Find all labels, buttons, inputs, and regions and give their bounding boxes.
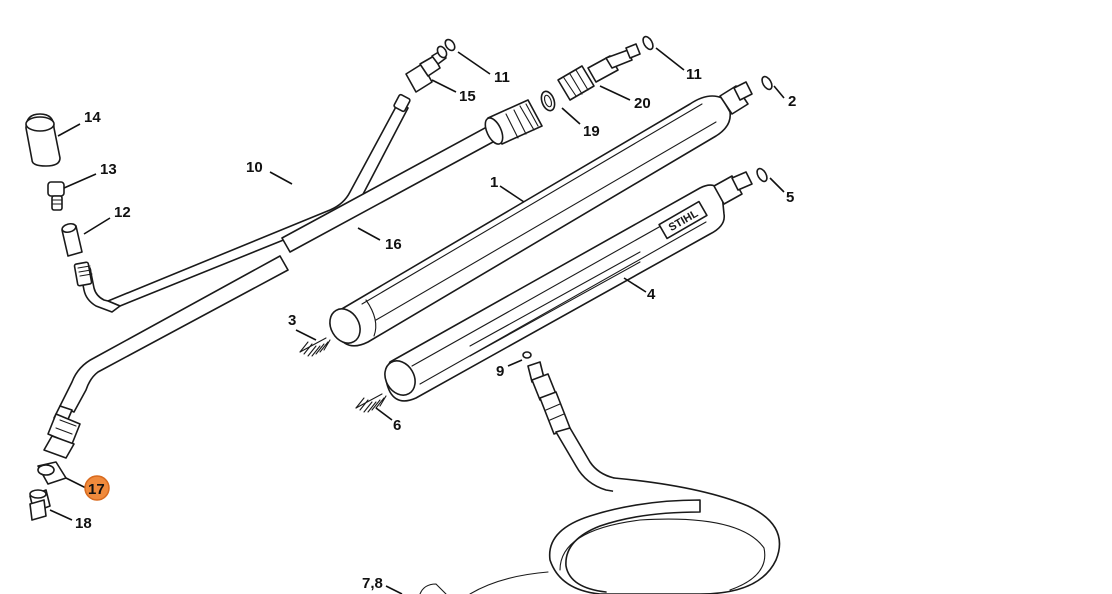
callout-18[interactable]: 18	[75, 515, 92, 532]
part-11-o-ring-b[interactable]	[641, 35, 655, 51]
part-1-wand[interactable]	[324, 81, 753, 349]
callout-20[interactable]: 20	[634, 95, 651, 112]
callout-9[interactable]: 9	[496, 363, 504, 380]
part-19-o-ring[interactable]	[539, 90, 557, 113]
part-17-nut[interactable]	[37, 461, 67, 485]
callout-17[interactable]: 17	[88, 481, 105, 498]
callout-13[interactable]: 13	[100, 161, 117, 178]
part-16-straight-lance[interactable]	[43, 99, 543, 459]
callout-10[interactable]: 10	[246, 159, 263, 176]
hose-assembly-7-8[interactable]	[419, 361, 781, 594]
callout-6[interactable]: 6	[393, 417, 401, 434]
selected-part-highlight	[84, 475, 110, 501]
part-9-o-ring[interactable]	[522, 351, 532, 359]
callout-5[interactable]: 5	[786, 189, 794, 206]
callout-11-right[interactable]: 11	[686, 66, 702, 83]
part-4-gun-handle[interactable]: STIHL	[379, 171, 753, 402]
part-5-o-ring[interactable]	[755, 167, 769, 183]
leader-lines	[49, 47, 785, 594]
callout-4[interactable]: 4	[647, 286, 656, 303]
callout-11-left[interactable]: 11	[494, 69, 510, 86]
part-18-fitting[interactable]	[29, 489, 51, 521]
part-2-o-ring[interactable]	[760, 75, 774, 91]
part-14-cap[interactable]	[25, 113, 61, 167]
callout-2[interactable]: 2	[788, 93, 796, 110]
callout-labels: 14 13 12 10 11 15 16 19 20 11 2 1 5 4 3 …	[75, 66, 796, 592]
callout-3[interactable]: 3	[288, 312, 296, 329]
part-12-sleeve[interactable]	[61, 222, 83, 257]
callout-16[interactable]: 16	[385, 236, 402, 253]
part-15-coupler[interactable]	[405, 45, 448, 93]
callout-15[interactable]: 15	[459, 88, 476, 105]
part-20-adapter[interactable]	[557, 43, 641, 101]
callout-12[interactable]: 12	[114, 204, 131, 221]
callout-7-8[interactable]: 7,8	[362, 575, 383, 592]
part-6-spring[interactable]	[355, 393, 387, 413]
part-3-spring[interactable]	[299, 337, 331, 357]
part-13-nozzle[interactable]	[47, 181, 65, 211]
callout-19[interactable]: 19	[583, 123, 600, 140]
callout-1[interactable]: 1	[490, 174, 498, 191]
callout-14[interactable]: 14	[84, 109, 101, 126]
part-11-o-ring-a[interactable]	[443, 38, 456, 52]
